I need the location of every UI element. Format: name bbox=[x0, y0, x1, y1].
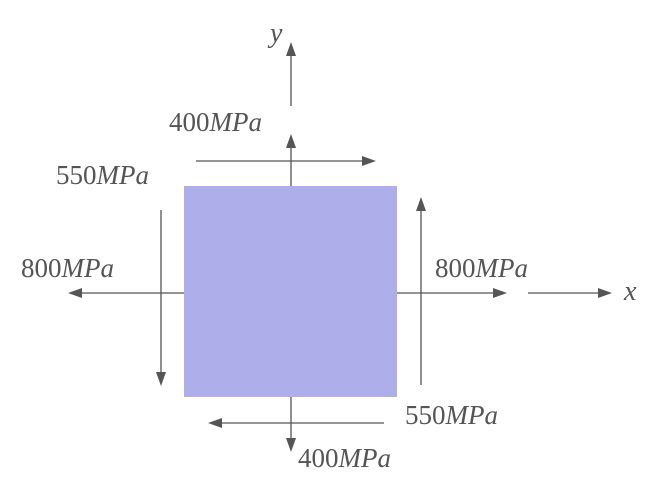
normal-stress-bottom-unit: MPa bbox=[338, 443, 391, 473]
shear-stress-top-value: 550 bbox=[56, 160, 97, 190]
normal-stress-bottom-arrow bbox=[286, 397, 296, 452]
normal-stress-top-label: 400MPa bbox=[169, 107, 262, 137]
normal-stress-right-label: 800MPa bbox=[435, 253, 528, 283]
normal-stress-left-value: 800 bbox=[21, 253, 62, 283]
normal-stress-left-unit: MPa bbox=[61, 253, 114, 283]
shear-stress-left-arrow bbox=[156, 210, 166, 386]
normal-stress-right-unit: MPa bbox=[475, 253, 528, 283]
y-axis-arrow bbox=[286, 42, 296, 106]
normal-stress-bottom-label: 400MPa bbox=[298, 443, 391, 473]
shear-stress-top-arrow bbox=[196, 156, 376, 166]
shear-stress-top-unit: MPa bbox=[96, 160, 149, 190]
shear-stress-bottom-unit: MPa bbox=[445, 400, 498, 430]
normal-stress-top-value: 400 bbox=[169, 107, 210, 137]
normal-stress-right-value: 800 bbox=[435, 253, 476, 283]
normal-stress-left-arrow bbox=[68, 288, 184, 298]
shear-stress-top-label: 550MPa bbox=[56, 160, 149, 190]
normal-stress-top-arrow bbox=[286, 134, 296, 186]
shear-stress-bottom-value: 550 bbox=[405, 400, 446, 430]
normal-stress-top-unit: MPa bbox=[209, 107, 262, 137]
y-axis-label: y bbox=[267, 18, 283, 49]
normal-stress-left-label: 800MPa bbox=[21, 253, 114, 283]
x-axis-label: x bbox=[623, 276, 637, 307]
stress-element-square bbox=[184, 186, 397, 397]
shear-stress-right-arrow bbox=[416, 197, 426, 385]
x-axis-arrow bbox=[528, 288, 612, 298]
normal-stress-bottom-value: 400 bbox=[298, 443, 339, 473]
shear-stress-bottom-arrow bbox=[208, 418, 384, 428]
normal-stress-right-arrow bbox=[397, 288, 507, 298]
shear-stress-bottom-label: 550MPa bbox=[405, 400, 498, 430]
